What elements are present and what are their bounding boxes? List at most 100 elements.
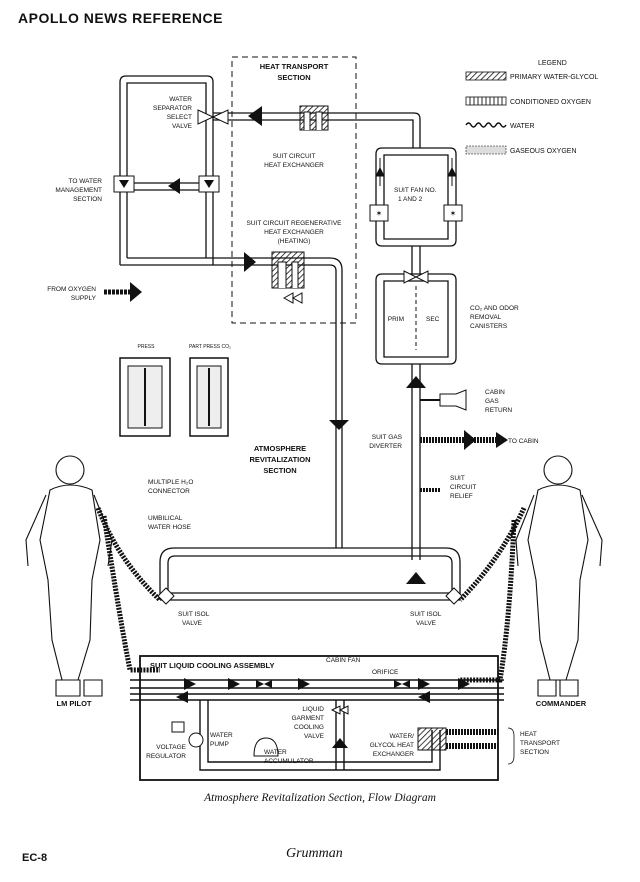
water-accumulator-label-2: ACCUMULATOR	[264, 758, 314, 765]
voltage-regulator-label-2: REGULATOR	[146, 753, 186, 760]
grumman-logo: Grumman	[286, 846, 343, 861]
diagram-label-8: SEPARATOR	[153, 105, 192, 112]
diagram-label-18: SUIT CIRCUIT REGENERATIVE	[247, 220, 343, 227]
lm-pilot-label: LM PILOT	[57, 699, 92, 708]
diagram-label-37: DIVERTER	[369, 443, 402, 450]
water-separator-valve: WATER SEPARATOR SELECT VALVE	[153, 96, 229, 130]
diagram-label-40: RELIEF	[450, 493, 473, 500]
gauges: PRESS PART PRESS CO₂	[119, 344, 231, 437]
lcg-valve-label-4: VALVE	[304, 733, 325, 740]
multiple-h2o-label: MULTIPLE H₂O	[148, 479, 193, 486]
gauge-left-label: PRESS	[138, 344, 156, 350]
voltage-regulator-label: VOLTAGE	[156, 744, 186, 751]
water-accumulator-label: WATER	[264, 749, 287, 756]
umbilical-label-2: WATER HOSE	[148, 524, 192, 531]
cooling-components	[171, 680, 447, 757]
gauge-right-label: PART PRESS CO₂	[189, 344, 231, 350]
co2-canisters: PRIM SEC CO₂ AND ODOR REMOVAL CANISTERS	[388, 270, 519, 350]
cabin-gas-components: CABIN GAS RETURN TO CABIN SUIT GAS DIVER…	[369, 389, 539, 500]
diagram-label-34: RETURN	[485, 407, 512, 414]
cooling-arrows	[176, 678, 470, 748]
cooling-assembly-title: SUIT LIQUID COOLING ASSEMBLY	[150, 661, 274, 670]
atmosphere-section-label-3: SECTION	[263, 466, 296, 475]
regenerative-heat-exchanger: SUIT CIRCUIT REGENERATIVE HEAT EXCHANGER…	[247, 220, 343, 304]
diagram-label-39: CIRCUIT	[450, 484, 476, 491]
from-oxygen-label: FROM OXYGEN	[47, 286, 96, 293]
heat-transport-right-label: HEAT	[520, 731, 537, 738]
legend-label-gaseous-oxygen: GASEOUS OXYGEN	[510, 148, 577, 155]
water-pump-label-2: PUMP	[210, 741, 229, 748]
lcg-valve-label-3: COOLING	[294, 724, 324, 731]
suit-fan-label: SUIT FAN NO.	[394, 187, 437, 194]
lm-pilot-figure	[25, 455, 113, 697]
heat-transport-title: HEAT TRANSPORT	[260, 62, 329, 71]
diagram-label-20: (HEATING)	[278, 238, 311, 245]
diagram-label-22: ✶	[450, 209, 457, 218]
diagram-label-19: HEAT EXCHANGER	[264, 229, 324, 236]
water-pump-label: WATER	[210, 732, 233, 739]
diagram-label-33: GAS	[485, 398, 499, 405]
suit-circuit-heat-exchanger: SUIT CIRCUIT HEAT EXCHANGER	[264, 105, 329, 169]
diagram-label-32: CABIN	[485, 389, 505, 396]
legend-swatch-gaseous-oxygen	[465, 145, 507, 155]
atmosphere-section-label-2: REVITALIZATION	[250, 455, 311, 464]
commander-figure	[515, 455, 603, 697]
diagram-label-35: TO CABIN	[508, 438, 539, 445]
diagram-label-25: PRIM	[388, 316, 404, 323]
cabin-fan-label: CABIN FAN	[326, 657, 361, 664]
legend-label-water: WATER	[510, 123, 535, 130]
wg-hx-label-2: GLYCOL HEAT	[370, 742, 414, 749]
legend-title: LEGEND	[538, 60, 567, 67]
diagram-label-9: SELECT	[167, 114, 192, 121]
umbilical-label: UMBILICAL	[148, 515, 183, 522]
legend-swatch-conditioned-oxygen	[465, 96, 507, 106]
diagram-label-27: CO₂ AND ODOR	[470, 305, 519, 312]
diagram-label-21: ✶	[376, 209, 383, 218]
wg-hx-label: WATER/	[389, 733, 414, 740]
legend-swatch-water-glycol	[465, 71, 507, 81]
legend-label-conditioned-oxygen: CONDITIONED OXYGEN	[510, 99, 591, 106]
diagram-label-26: SEC	[426, 316, 440, 323]
diagram-label-10: VALVE	[172, 123, 193, 130]
wg-hx-label-3: EXCHANGER	[373, 751, 414, 758]
diagram-label-36: SUIT GAS	[372, 434, 403, 441]
suit-isol-valves: SUIT ISOL VALVE SUIT ISOL VALVE	[157, 587, 463, 627]
heat-transport-right-label-2: TRANSPORT	[520, 740, 560, 747]
suit-fan-label-2: 1 AND 2	[398, 196, 423, 203]
lcg-valve-label: LIQUID	[302, 706, 324, 713]
diagram-label-28: REMOVAL	[470, 314, 502, 321]
legend: LEGEND PRIMARY WATER-GLYCOL CONDITIONED …	[465, 60, 598, 155]
atmosphere-section-label: ATMOSPHERE	[254, 444, 306, 453]
umbilical-hoses	[95, 506, 527, 683]
page-number: EC-8	[22, 852, 48, 864]
flow-arrows	[130, 106, 476, 584]
lcg-valve-label-2: GARMENT	[292, 715, 325, 722]
diagram-label-53: VALVE	[416, 620, 437, 627]
diagram-label-29: CANISTERS	[470, 323, 508, 330]
legend-swatch-water	[465, 122, 507, 128]
figure-caption: Atmosphere Revitalization Section, Flow …	[204, 792, 436, 804]
to-water-mgmt-label-2: MANAGEMENT	[55, 187, 102, 194]
diagram-label-16: SUIT CIRCUIT	[273, 153, 316, 160]
orifice-label: ORIFICE	[372, 669, 399, 676]
suit-fans: ✶ ✶ SUIT FAN NO. 1 AND 2	[369, 158, 463, 222]
diagram-label-7: WATER	[169, 96, 192, 103]
heat-transport-box	[231, 56, 357, 324]
diagram-label-51: VALVE	[182, 620, 203, 627]
cooling-assembly-box	[139, 655, 499, 781]
from-oxygen-label-2: SUPPLY	[71, 295, 97, 302]
diagram-label-52: SUIT ISOL	[410, 611, 442, 618]
heat-transport-right-label-3: SECTION	[520, 749, 549, 756]
diagram-label-17: HEAT EXCHANGER	[264, 162, 324, 169]
water-separators	[113, 175, 220, 193]
legend-label-water-glycol: PRIMARY WATER-GLYCOL	[510, 74, 598, 81]
heat-transport-pipes	[446, 729, 498, 749]
to-water-mgmt-label-3: SECTION	[73, 196, 102, 203]
heat-transport-subtitle: SECTION	[277, 73, 310, 82]
commander-label: COMMANDER	[536, 699, 587, 708]
diagram-label-50: SUIT ISOL	[178, 611, 210, 618]
to-water-mgmt-label: TO WATER	[69, 178, 103, 185]
diagram-label-38: SUIT	[450, 475, 465, 482]
multiple-h2o-label-2: CONNECTOR	[148, 488, 190, 495]
